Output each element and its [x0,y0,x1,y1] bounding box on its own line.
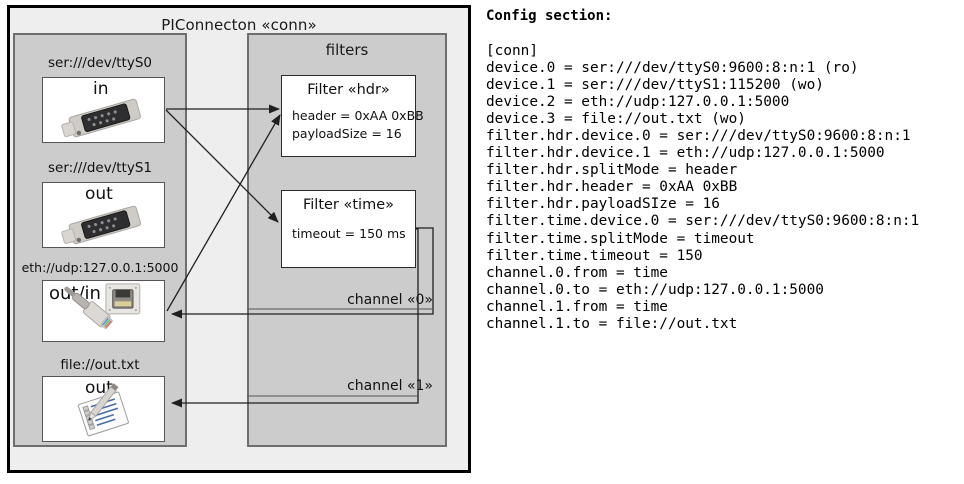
device-io-ttyS0: in [93,79,109,99]
config-line: channel.0.from = time [486,264,668,281]
config-line: device.2 = eth://udp:127.0.0.1:5000 [486,94,790,111]
filter-attr-time-timeout: timeout = 150 ms [292,226,406,241]
filter-title-time: Filter «time» [302,197,395,213]
channel-label-1: channel «1» [347,378,433,394]
device-box-eth[interactable]: out/in [42,280,165,342]
config-line: filter.hdr.splitMode = header [486,162,738,179]
config-line: filter.hdr.header = 0xAA 0xBB [486,179,738,196]
config-line: channel.1.to = file://out.txt [486,315,738,332]
filter-title-hdr: Filter «hdr» [307,82,390,98]
filters-panel-title: filters [325,41,369,59]
filter-box-time[interactable]: Filter «time» timeout = 150 ms [281,190,416,268]
device-box-ttyS0[interactable]: in [42,77,165,143]
channel-label-0: channel «0» [347,292,433,308]
device-label-file: file://out.txt [60,357,140,373]
config-line: device.1 = ser:///dev/ttyS1:115200 (wo) [486,77,824,94]
filter-attr-hdr-header: header = 0xAA 0xBB [292,108,424,123]
filter-attr-hdr-payload: payloadSize = 16 [292,126,402,141]
ethernet-jack-icon [64,283,141,329]
config-line: [conn] [486,43,538,59]
config-line: filter.time.splitMode = timeout [486,230,755,247]
config-line: filter.hdr.device.0 = ser:///dev/ttyS0:9… [486,128,911,145]
config-line: device.3 = file://out.txt (wo) [486,111,746,128]
config-line: filter.time.timeout = 150 [486,247,703,264]
serial-connector-icon [61,205,141,245]
config-line: device.0 = ser:///dev/ttyS0:9600:8:n:1 (… [486,60,859,77]
architecture-diagram: PIConnecton «conn» ser:///dev/ttyS0 in [0,0,478,484]
document-pencil-icon [77,383,129,437]
device-io-file: out [85,378,113,398]
component-title: PIConnecton «conn» [161,16,317,34]
config-section: Config section: [conn]device.0 = ser:///… [478,0,964,484]
config-line: filter.hdr.device.1 = eth://udp:127.0.0.… [486,145,885,162]
config-text-block: [conn]device.0 = ser:///dev/ttyS0:9600:8… [486,43,919,333]
device-box-file[interactable]: out [42,376,165,442]
config-line: filter.time.device.0 = ser:///dev/ttyS0:… [486,213,920,230]
device-label-ttyS1: ser:///dev/ttyS1 [48,160,152,176]
filter-box-hdr[interactable]: Filter «hdr» header = 0xAA 0xBB payloadS… [281,75,424,157]
device-io-ttyS1: out [85,184,113,204]
config-line: filter.hdr.payloadSIze = 16 [486,196,720,213]
serial-connector-icon [61,98,141,138]
config-heading: Config section: [486,8,613,24]
device-label-ttyS0: ser:///dev/ttyS0 [48,55,152,71]
device-box-ttyS1[interactable]: out [42,182,165,248]
device-label-eth: eth://udp:127.0.0.1:5000 [21,260,179,275]
config-line: channel.1.from = time [486,298,668,315]
config-line: channel.0.to = eth://udp:127.0.0.1:5000 [486,281,824,298]
